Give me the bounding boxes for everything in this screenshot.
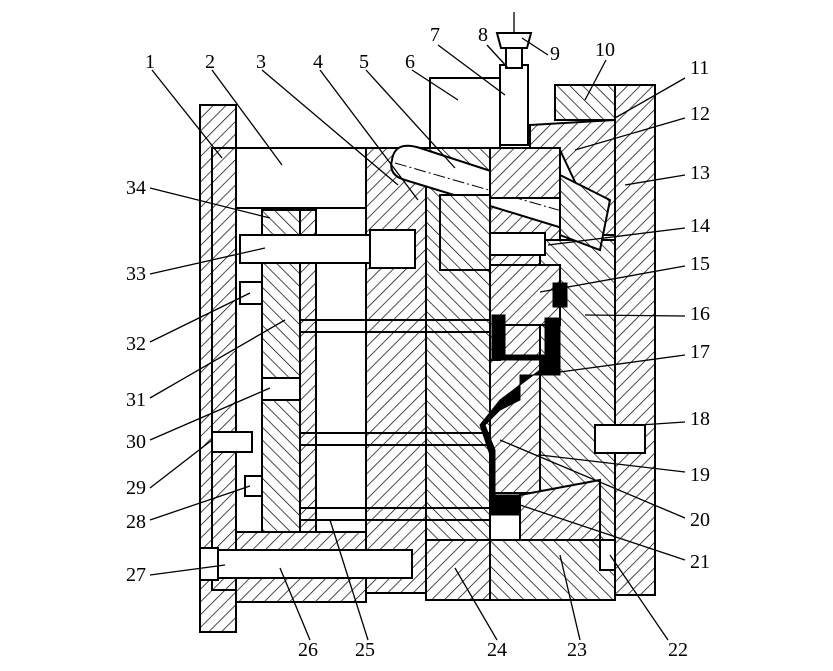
label-25: 25 [355, 639, 375, 661]
screw-18 [594, 424, 646, 454]
label-15: 15 [690, 253, 710, 275]
stop-block [599, 539, 616, 571]
bottom-fixed-block [489, 539, 616, 601]
label-33: 33 [126, 263, 146, 285]
molded-part [479, 314, 561, 516]
label-31: 31 [126, 389, 146, 411]
leader-lines [149, 37, 686, 641]
label-11: 11 [690, 57, 710, 79]
screw-14 [489, 232, 546, 256]
label-10: 10 [595, 39, 615, 61]
label-30: 30 [126, 431, 146, 453]
left-plate-inner [211, 147, 237, 591]
label-24: 24 [487, 639, 507, 661]
label-1: 1 [145, 51, 155, 73]
right-clamp-plate [614, 84, 656, 596]
label-28: 28 [126, 511, 146, 533]
screw-32 [239, 281, 263, 305]
label-22: 22 [668, 639, 688, 661]
label-14: 14 [690, 215, 710, 237]
locating-ring [554, 84, 616, 121]
bottom-core-block [425, 539, 491, 601]
label-32: 32 [126, 333, 146, 355]
label-13: 13 [690, 162, 710, 184]
label-34: 34 [126, 177, 146, 199]
insert-block-b [489, 147, 561, 199]
screw-28 [244, 475, 263, 497]
bolt-head [199, 547, 219, 581]
label-18: 18 [690, 408, 710, 430]
part-rib [552, 282, 568, 308]
label-16: 16 [690, 303, 710, 325]
label-2: 2 [205, 51, 215, 73]
label-5: 5 [359, 51, 369, 73]
label-12: 12 [690, 103, 710, 125]
label-7: 7 [430, 24, 440, 46]
ejector-pin-middle [299, 432, 491, 446]
long-bolt [211, 549, 413, 579]
label-17: 17 [690, 341, 710, 363]
label-29: 29 [126, 477, 146, 499]
label-21: 21 [690, 551, 710, 573]
label-6: 6 [405, 51, 415, 73]
support-plate [365, 147, 427, 594]
slider [559, 173, 612, 252]
label-23: 23 [567, 639, 587, 661]
nozzle [495, 12, 533, 69]
label-19: 19 [690, 464, 710, 486]
label-26: 26 [298, 639, 318, 661]
label-9: 9 [550, 43, 560, 65]
screw-29 [211, 431, 253, 453]
label-4: 4 [313, 51, 323, 73]
label-27: 27 [126, 564, 146, 586]
ejector-pin-lower [299, 507, 491, 521]
nozzle-seat [499, 64, 529, 146]
guide-bush [369, 229, 416, 269]
ejector-pin-upper [299, 319, 491, 333]
label-20: 20 [690, 509, 710, 531]
insert-block-a [439, 194, 491, 271]
support-block [235, 147, 367, 209]
label-3: 3 [256, 51, 266, 73]
label-8: 8 [478, 24, 488, 46]
screw-30 [261, 377, 301, 401]
